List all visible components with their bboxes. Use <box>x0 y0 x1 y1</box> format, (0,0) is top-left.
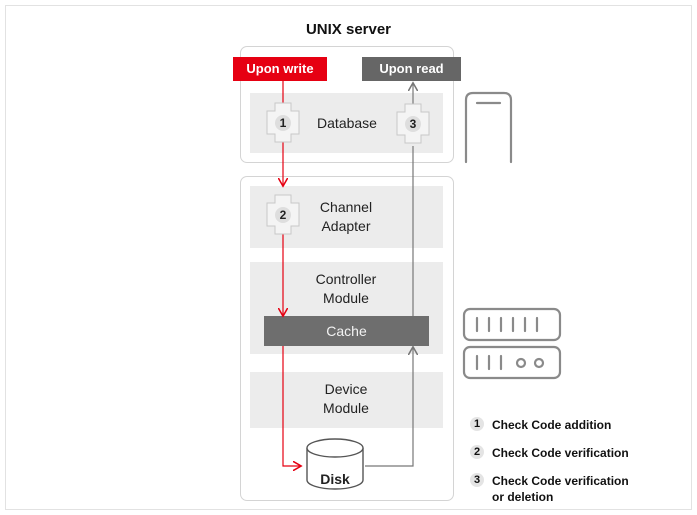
legend-number-3: 3 <box>470 473 484 487</box>
legend-number-1: 1 <box>470 417 484 431</box>
legend-number-2: 2 <box>470 445 484 459</box>
legend-item-1: 1 Check Code addition <box>470 417 611 433</box>
controller-module-line1: Controller <box>315 271 377 287</box>
legend-text-3-line1: Check Code verification <box>492 474 629 488</box>
channel-adapter-label: Channel Adapter <box>300 198 392 236</box>
badge-1-number: 1 <box>279 116 287 130</box>
server-tower-icon <box>464 91 513 164</box>
legend-text-3-line2: or deletion <box>492 490 554 504</box>
database-label: Database <box>317 115 377 131</box>
legend-item-3: 3 Check Code verification or deletion <box>470 473 629 505</box>
device-module-label: Device Module <box>300 380 392 418</box>
badge-3-number: 3 <box>409 117 417 131</box>
legend-item-2: 2 Check Code verification <box>470 445 629 461</box>
device-module-line1: Device <box>324 381 368 397</box>
upon-read-tag: Upon read <box>362 57 461 81</box>
check-code-badge-2 <box>266 194 300 235</box>
check-code-badge-1 <box>266 102 300 143</box>
controller-module-line2: Module <box>323 290 369 306</box>
check-code-badge-3 <box>396 103 430 144</box>
device-module-line2: Module <box>323 400 369 416</box>
channel-adapter-line2: Adapter <box>321 218 371 234</box>
outer-frame <box>5 5 692 510</box>
disk-label: Disk <box>320 471 350 487</box>
read-flow-path <box>365 84 413 467</box>
diagram-title: UNIX server <box>305 21 392 38</box>
channel-adapter-line1: Channel <box>319 199 373 215</box>
write-flow-path <box>283 81 300 466</box>
legend-text-3: Check Code verification or deletion <box>492 473 629 505</box>
cache-block: Cache <box>264 316 429 346</box>
controller-module-label: Controller Module <box>300 270 392 308</box>
disk-cylinder-icon <box>306 438 364 490</box>
upon-write-tag: Upon write <box>233 57 327 81</box>
legend-text-2: Check Code verification <box>492 446 629 460</box>
badge-2-number: 2 <box>279 208 287 222</box>
legend-text-1: Check Code addition <box>492 418 612 432</box>
storage-array-icon <box>462 307 562 380</box>
device-module-band <box>250 372 443 428</box>
